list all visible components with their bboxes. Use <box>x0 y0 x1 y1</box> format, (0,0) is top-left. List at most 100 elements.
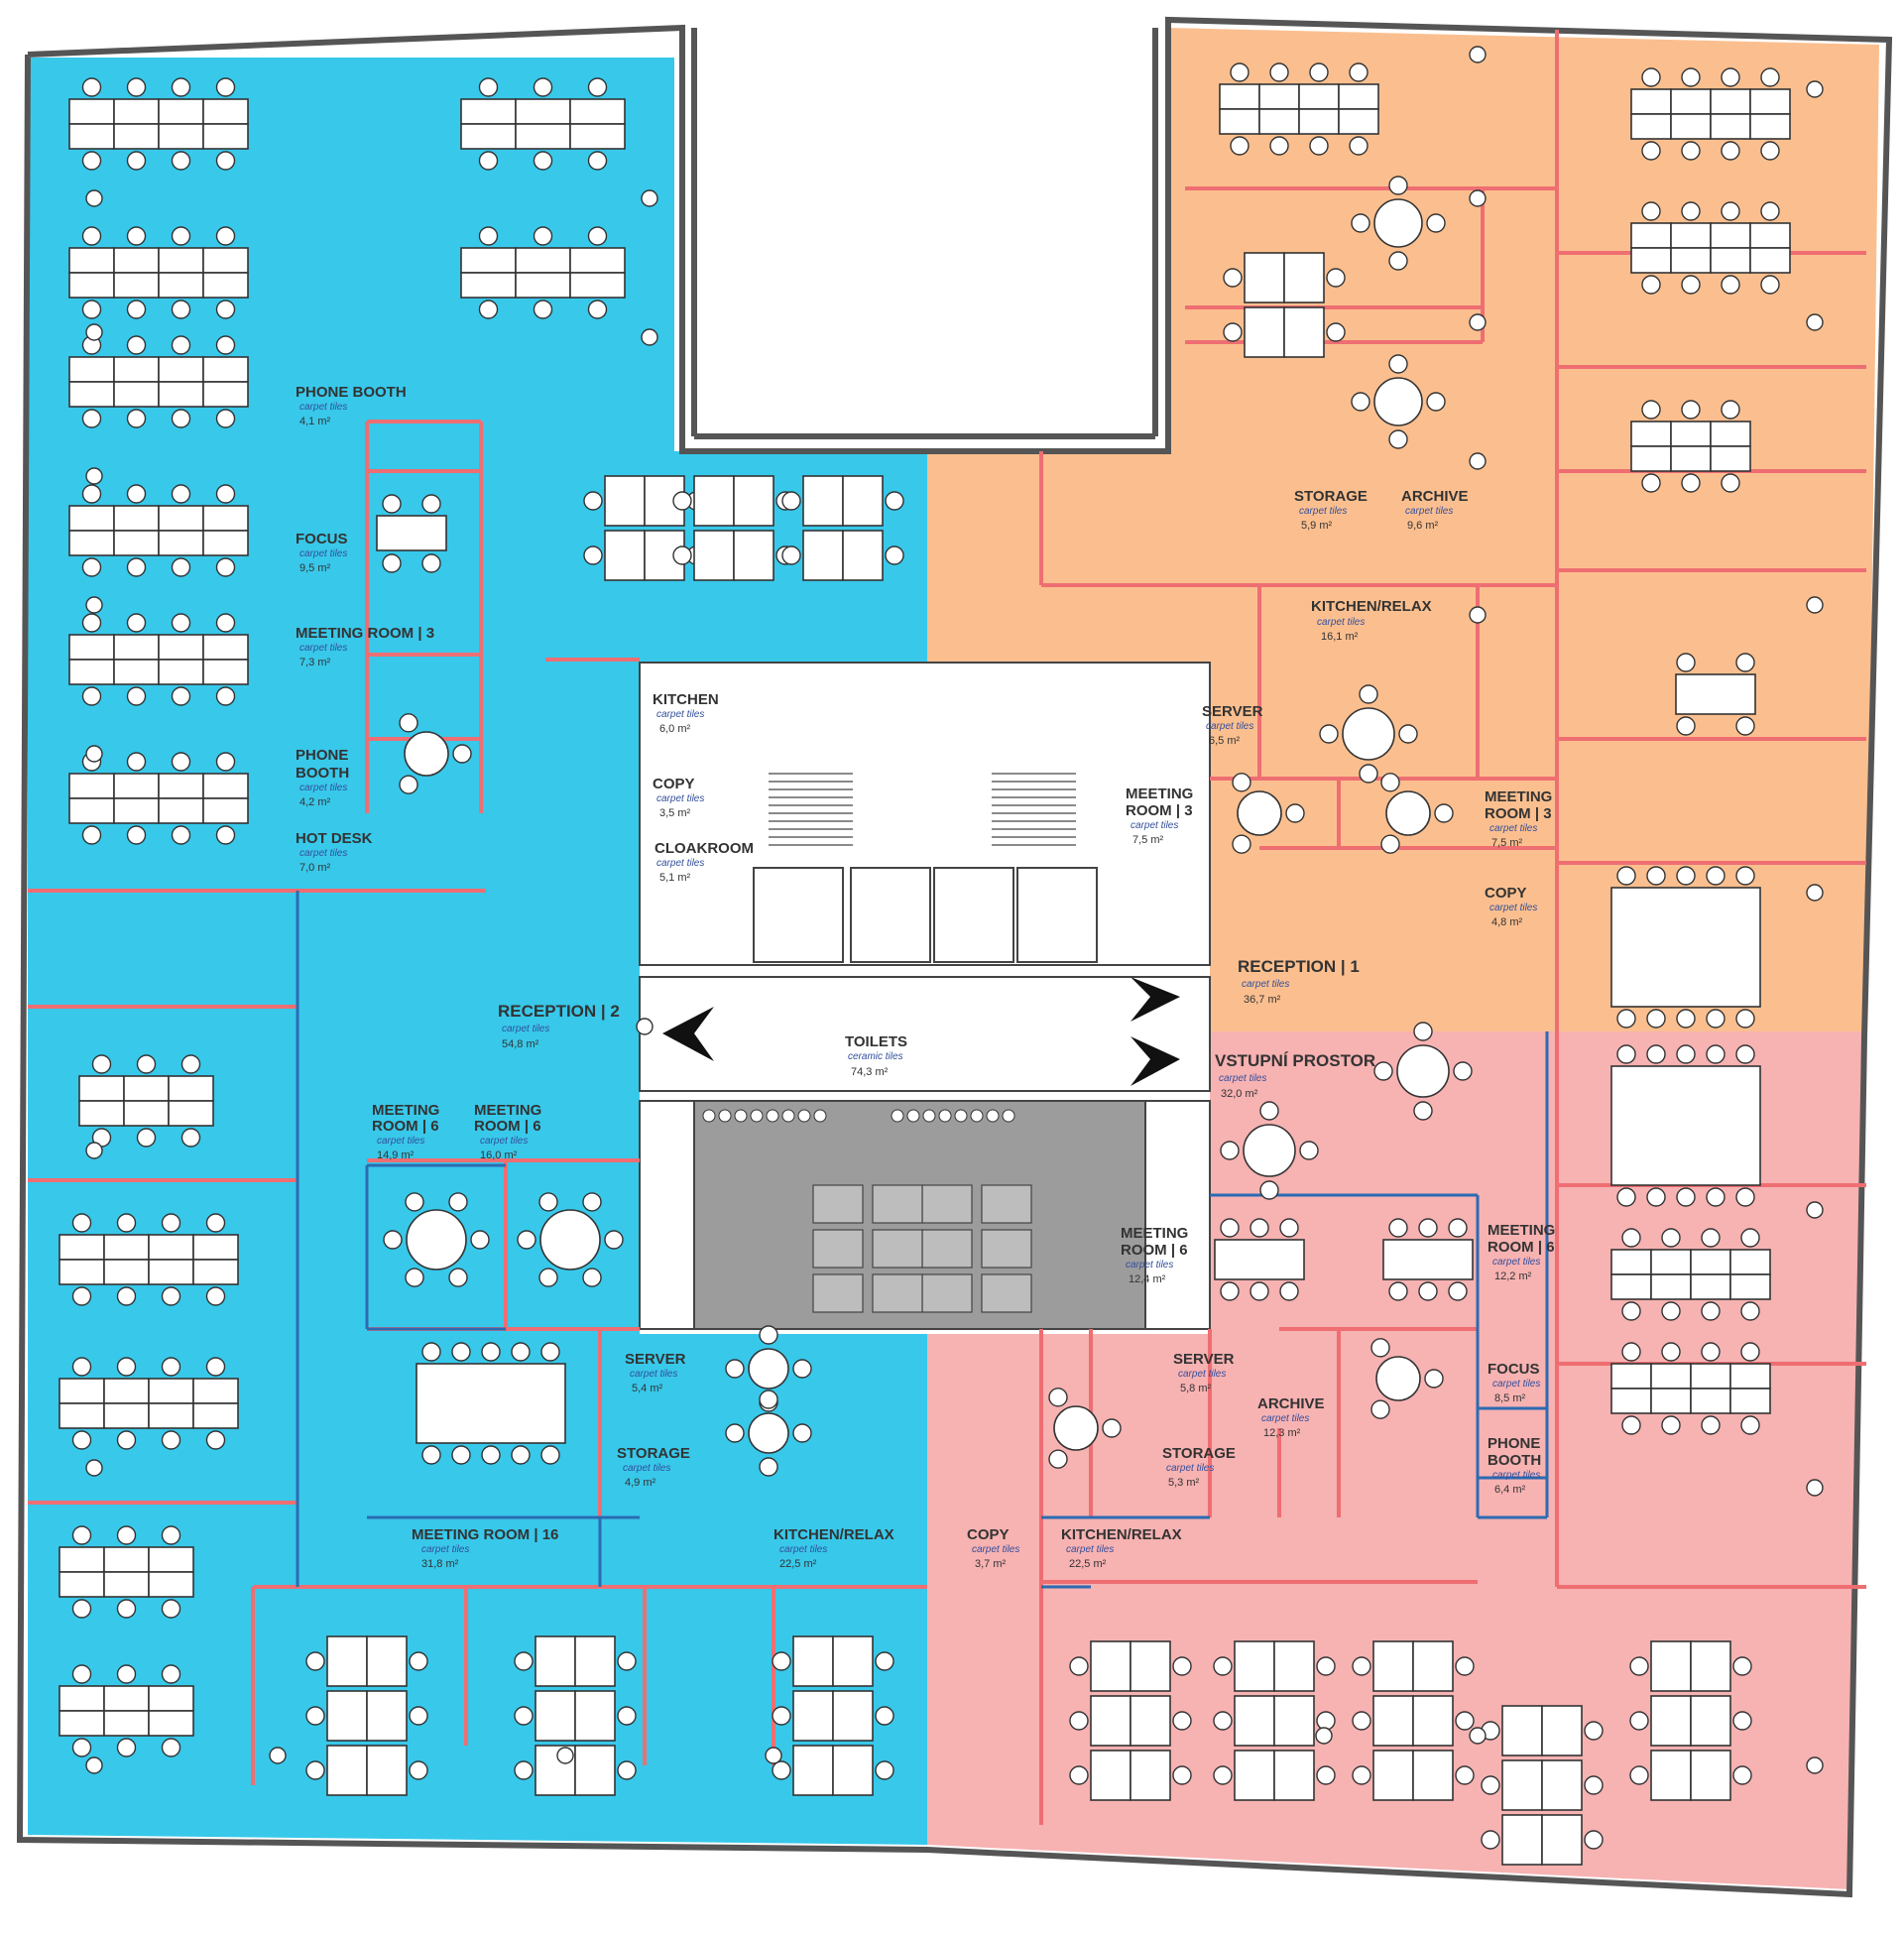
elevator-1 <box>753 867 844 963</box>
washbasin <box>750 1109 764 1123</box>
chair <box>171 77 191 97</box>
svg-text:5,9 m²: 5,9 m² <box>1301 520 1333 532</box>
chair <box>451 1445 471 1465</box>
desk <box>535 1690 576 1742</box>
svg-text:COPY: COPY <box>653 776 695 792</box>
chair <box>451 1342 471 1362</box>
label-storage-c: STORAGE carpet tiles 5,3 m² <box>1162 1445 1236 1489</box>
desk <box>1130 1695 1171 1747</box>
chair <box>1701 1301 1721 1321</box>
svg-text:BOOTH: BOOTH <box>296 765 349 782</box>
chair <box>171 226 191 246</box>
chair <box>875 1760 894 1780</box>
chair <box>1646 866 1666 886</box>
chair <box>1641 67 1661 87</box>
round-table <box>406 1209 467 1270</box>
conference-table <box>1610 887 1761 1008</box>
desk <box>1372 1640 1414 1692</box>
washbasin <box>766 1109 779 1123</box>
structural-column <box>1469 606 1487 624</box>
chair <box>71 1738 92 1757</box>
label-vstupni: VSTUPNÍ PROSTOR carpet tiles 32,0 m² <box>1215 1051 1375 1100</box>
chair <box>1349 136 1368 156</box>
label-phone-booth-a1: PHONE BOOTH carpet tiles 4,1 m² <box>296 384 407 427</box>
desk <box>113 272 160 299</box>
chair <box>126 300 147 319</box>
washbasin <box>1002 1109 1015 1123</box>
toilet-cubicle <box>872 1184 923 1224</box>
chair <box>215 613 236 633</box>
chair <box>1351 392 1370 412</box>
desk <box>158 381 204 408</box>
furniture <box>59 46 1824 1866</box>
chair <box>781 545 801 565</box>
desk <box>1219 108 1260 135</box>
label-copy-b: COPY carpet tiles 4,8 m² <box>1485 885 1537 928</box>
desk <box>202 247 249 274</box>
chair <box>215 409 236 428</box>
svg-text:carpet tiles: carpet tiles <box>630 1369 677 1380</box>
desk <box>832 1635 874 1687</box>
toilet-cubicle <box>981 1273 1032 1313</box>
svg-text:carpet tiles: carpet tiles <box>1206 721 1253 732</box>
chair <box>1735 653 1755 672</box>
chair <box>1706 866 1726 886</box>
desk <box>1283 306 1325 358</box>
chair <box>1213 1711 1233 1731</box>
chair <box>1616 1044 1636 1064</box>
desk <box>123 1100 170 1127</box>
chair <box>1269 62 1289 82</box>
desk <box>569 247 626 274</box>
desk <box>1630 88 1672 115</box>
chair <box>205 1357 226 1377</box>
chair <box>71 1525 92 1545</box>
svg-text:carpet tiles: carpet tiles <box>779 1544 827 1555</box>
svg-text:32,0 m²: 32,0 m² <box>1221 1088 1258 1100</box>
svg-text:5,8 m²: 5,8 m² <box>1180 1383 1212 1394</box>
chair <box>1259 1101 1279 1121</box>
desk <box>68 505 115 532</box>
chair <box>136 1128 157 1148</box>
label-kitchen-core: KITCHEN carpet tiles 6,0 m² <box>653 691 719 735</box>
label-reception-1: RECEPTION | 1 carpet tiles 36,7 m² <box>1238 957 1360 1006</box>
label-meeting-c6: MEETING ROOM | 6 carpet tiles 12,2 m² <box>1488 1222 1555 1282</box>
chair <box>1426 213 1446 233</box>
desk <box>168 1075 214 1102</box>
desk <box>202 381 249 408</box>
desk <box>574 1690 616 1742</box>
chair <box>1455 1765 1475 1785</box>
desk <box>1338 108 1379 135</box>
svg-text:FOCUS: FOCUS <box>1488 1361 1540 1378</box>
toilet-cubicle <box>921 1229 973 1269</box>
chair <box>1448 1281 1468 1301</box>
chair <box>215 752 236 772</box>
desk <box>1234 1640 1275 1692</box>
svg-text:PHONE: PHONE <box>1488 1435 1540 1452</box>
desk <box>604 475 646 527</box>
label-reception-2: RECEPTION | 2 carpet tiles 54,8 m² <box>498 1002 620 1050</box>
chair <box>1213 1656 1233 1676</box>
chair <box>205 1286 226 1306</box>
chair <box>215 77 236 97</box>
chair <box>71 1213 92 1233</box>
label-phone-booth-c: PHONE BOOTH carpet tiles 6,4 m² <box>1488 1435 1541 1496</box>
chair <box>470 1230 490 1250</box>
desk <box>148 1685 194 1712</box>
chair <box>1584 1721 1604 1741</box>
chair <box>382 494 402 514</box>
svg-text:carpet tiles: carpet tiles <box>1405 506 1453 517</box>
svg-text:ARCHIVE: ARCHIVE <box>1257 1395 1325 1412</box>
chair <box>1629 1711 1649 1731</box>
desk <box>1219 83 1260 110</box>
desk <box>202 773 249 799</box>
chair <box>1418 1281 1438 1301</box>
desk <box>59 1685 105 1712</box>
svg-text:4,1 m²: 4,1 m² <box>299 416 331 427</box>
label-meeting-16: MEETING ROOM | 16 carpet tiles 31,8 m² <box>412 1526 558 1570</box>
chair <box>1316 1656 1336 1676</box>
chair <box>1418 1218 1438 1238</box>
chair <box>126 752 147 772</box>
desk <box>832 1690 874 1742</box>
chair <box>1250 1281 1269 1301</box>
chair <box>1102 1418 1122 1438</box>
